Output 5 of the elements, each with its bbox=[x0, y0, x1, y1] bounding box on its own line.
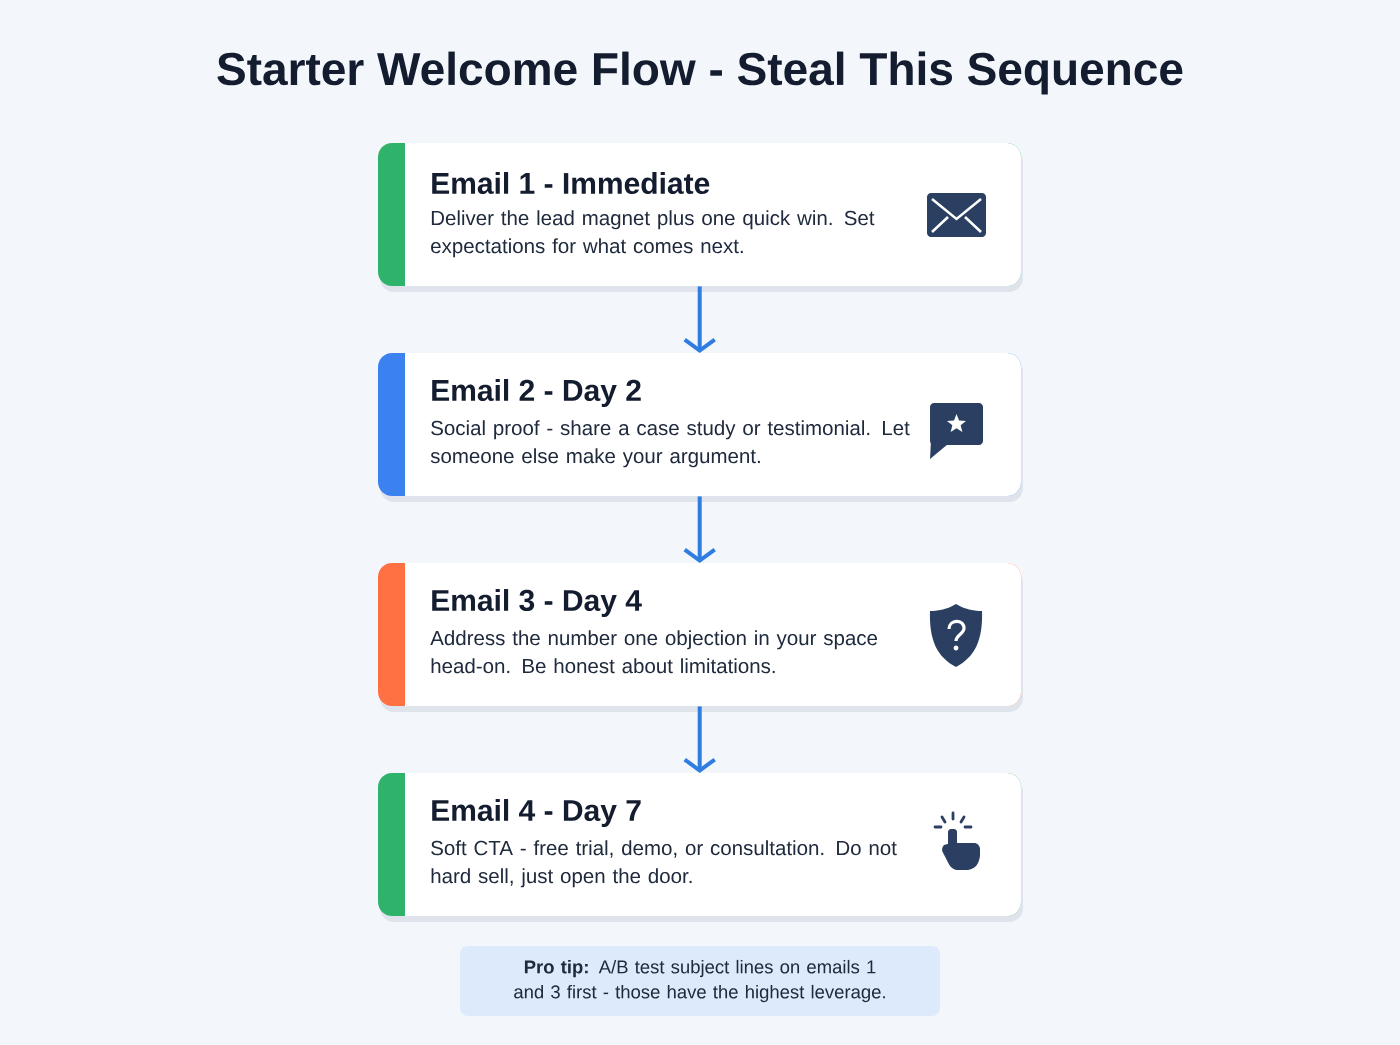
title: Starter Welcome Flow - Steal This Sequence bbox=[217, 51, 1183, 95]
arrow bbox=[683, 286, 716, 353]
arrow bbox=[683, 706, 716, 773]
tip-box: Pro tip: A/B test subject lines on emails 1 and 3 first - those have the highest leverage. bbox=[460, 946, 940, 1016]
arrow bbox=[683, 496, 716, 563]
